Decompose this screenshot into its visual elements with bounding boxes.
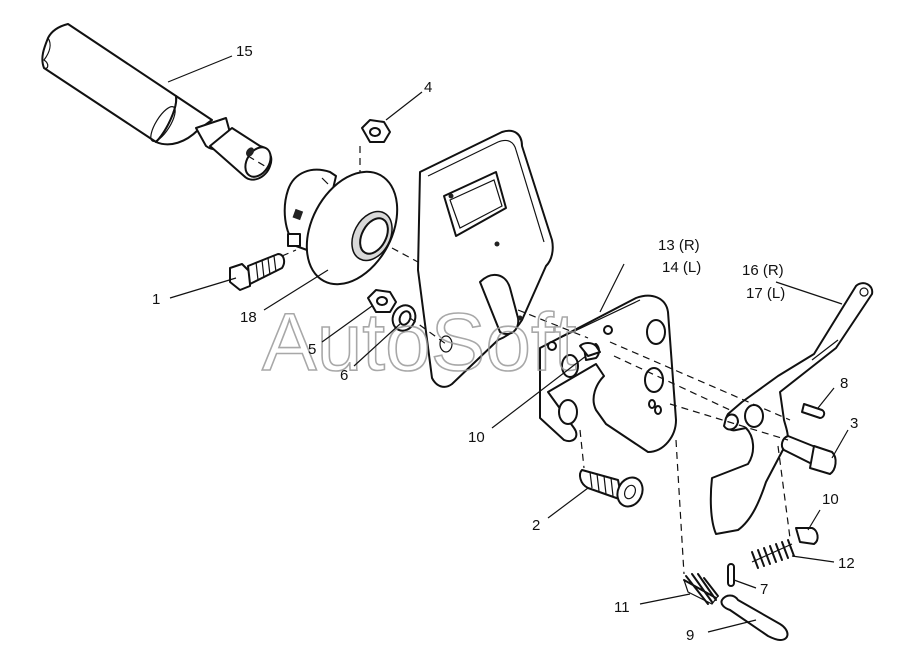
part-16-17-lever <box>709 282 874 535</box>
callout-6: 6 <box>340 367 348 384</box>
callout-15: 15 <box>236 43 253 60</box>
part-8-pin <box>801 403 826 419</box>
part-12-spring <box>751 539 795 569</box>
callout-10-upper: 10 <box>468 429 485 446</box>
callout-11: 11 <box>614 599 630 616</box>
callout-10-lower: 10 <box>822 491 839 508</box>
callout-4: 4 <box>424 79 432 96</box>
callout-13: 13 (R) <box>658 237 700 254</box>
part-10-pin-upper <box>579 342 601 357</box>
assembly-axes <box>247 146 791 575</box>
watermark: AutoSoft <box>262 297 577 388</box>
part-13-14-bracket <box>539 294 677 453</box>
part-18-hub <box>283 168 399 286</box>
callout-2: 2 <box>532 517 540 534</box>
back-mounting-plate <box>417 129 554 388</box>
callout-7: 7 <box>760 581 768 598</box>
part-2-bolt <box>579 469 644 508</box>
part-6-washer <box>391 304 417 332</box>
callout-16: 16 (R) <box>742 262 784 279</box>
callout-labels: 15 4 1 18 5 6 13 (R) 14 (L) 16 (R) 17 (L… <box>152 43 858 644</box>
part-4-nut <box>361 119 391 143</box>
part-3-bolt <box>780 435 837 475</box>
callout-9: 9 <box>686 627 694 644</box>
callout-17: 17 (L) <box>746 285 785 302</box>
callout-12: 12 <box>838 555 855 572</box>
callout-14: 14 (L) <box>662 259 701 276</box>
callout-3: 3 <box>850 415 858 432</box>
part-11-spring <box>683 573 719 605</box>
callout-5: 5 <box>308 341 316 358</box>
part-7-roll-pin <box>727 563 735 587</box>
callout-1: 1 <box>152 291 160 308</box>
callout-18: 18 <box>240 309 257 326</box>
part-5-nut <box>367 289 397 313</box>
part-9-pin <box>720 594 789 641</box>
part-10-pin-lower <box>795 527 819 545</box>
leader-lines <box>167 55 849 633</box>
callout-8: 8 <box>840 375 848 392</box>
part-1-bolt <box>229 253 286 291</box>
